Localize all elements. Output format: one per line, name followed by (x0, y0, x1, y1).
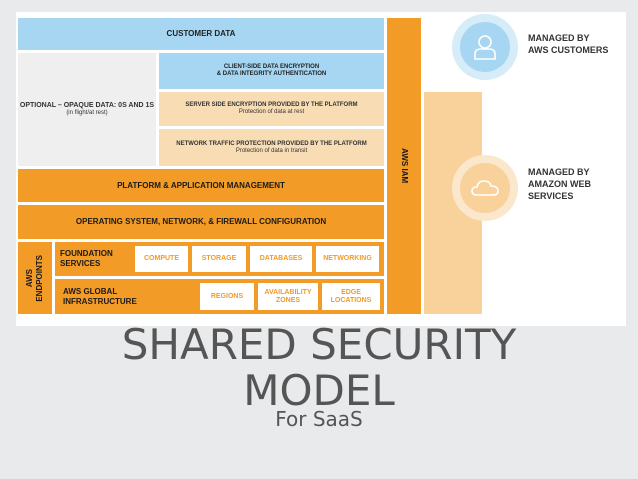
regions-box: REGIONS (200, 283, 254, 310)
databases-label: DATABASES (259, 255, 303, 262)
compute-label: COMPUTE (144, 255, 179, 262)
networking-box: NETWORKING (316, 246, 379, 272)
networking-label: NETWORKING (323, 255, 372, 262)
os-network-firewall-box: OPERATING SYSTEM, NETWORK, & FIREWALL CO… (18, 205, 384, 239)
aws-iam-bar: AWS IAM (387, 18, 421, 314)
foundation-services-line2: SERVICES (60, 259, 101, 268)
customer-data-label: CUSTOMER DATA (166, 29, 236, 38)
os-network-firewall-label: OPERATING SYSTEM, NETWORK, & FIREWALL CO… (75, 217, 327, 226)
slide-subtitle: For SaaS (275, 407, 363, 431)
cloud-glyph (471, 180, 499, 196)
server-side-encryption-box: SERVER SIDE ENCRYPTION PROVIDED BY THE P… (159, 92, 384, 126)
client-side-line2: & DATA INTEGRITY AUTHENTICATION (216, 71, 327, 77)
network-traffic-sub: Protection of data in transit (235, 147, 308, 154)
network-traffic-protection-box: NETWORK TRAFFIC PROTECTION PROVIDED BY T… (159, 129, 384, 166)
edge-locations-box: EDGE LOCATIONS (322, 283, 380, 310)
aws-endpoints-line2: ENDPOINTS (35, 254, 44, 302)
user-glyph (474, 35, 496, 60)
global-infrastructure-line1: AWS GLOBAL (63, 286, 118, 296)
slide-title-line1: SHARED SECURITY (121, 320, 517, 369)
cloud-icon (460, 163, 510, 213)
platform-management-label: PLATFORM & APPLICATION MANAGEMENT (117, 180, 285, 190)
regions-label: REGIONS (210, 292, 244, 300)
network-traffic-title: NETWORK TRAFFIC PROTECTION PROVIDED BY T… (176, 140, 367, 147)
legend-amazon-line3: SERVICES (528, 191, 574, 201)
server-side-sub: Protection of data at rest (238, 109, 305, 115)
platform-management-box: PLATFORM & APPLICATION MANAGEMENT (18, 169, 384, 202)
global-infrastructure-line2: INFRASTRUCTURE (63, 296, 137, 306)
aws-iam-label: AWS IAM (400, 148, 409, 184)
availability-zones-line1: AVAILABILITY (264, 288, 312, 296)
client-side-encryption-box: CLIENT-SIDE DATA ENCRYPTION & DATA INTEG… (159, 53, 384, 89)
legend-amazon-text: MANAGED BY AMAZON WEB SERVICES (528, 166, 591, 202)
compute-box: COMPUTE (135, 246, 188, 272)
client-side-line1: CLIENT-SIDE DATA ENCRYPTION (223, 64, 320, 70)
optional-opaque-data-sub: (in flight/at rest) (66, 110, 108, 116)
customer-managed-icon (452, 14, 518, 80)
optional-opaque-data-label: OPTIONAL – OPAQUE DATA: 0S AND 1S (19, 102, 155, 109)
server-side-title: SERVER SIDE ENCRYPTION PROVIDED BY THE P… (185, 102, 358, 108)
availability-zones-box: AVAILABILITY ZONES (258, 283, 318, 310)
optional-opaque-data-box: OPTIONAL – OPAQUE DATA: 0S AND 1S (in fl… (18, 53, 156, 166)
storage-label: STORAGE (201, 255, 237, 262)
slide-title-line2: MODEL (243, 366, 395, 415)
legend-customers-line2: AWS CUSTOMERS (528, 45, 609, 55)
legend-amazon-line1: MANAGED BY (528, 167, 590, 177)
availability-zones-line2: ZONES (275, 296, 301, 304)
edge-locations-line2: LOCATIONS (330, 296, 372, 304)
customer-data-box: CUSTOMER DATA (18, 18, 384, 50)
aws-endpoints-line1: AWS (25, 268, 34, 288)
legend-customers-text: MANAGED BY AWS CUSTOMERS (528, 32, 608, 56)
aws-endpoints-box: AWS ENDPOINTS (18, 242, 52, 314)
foundation-services-line1: FOUNDATION (60, 249, 113, 258)
amazon-managed-icon (452, 155, 518, 221)
edge-locations-line1: EDGE (341, 288, 361, 296)
user-icon (460, 22, 510, 72)
legend-amazon-line2: AMAZON WEB (528, 179, 591, 189)
databases-box: DATABASES (250, 246, 312, 272)
legend-customers-line1: MANAGED BY (528, 33, 590, 43)
storage-box: STORAGE (192, 246, 246, 272)
